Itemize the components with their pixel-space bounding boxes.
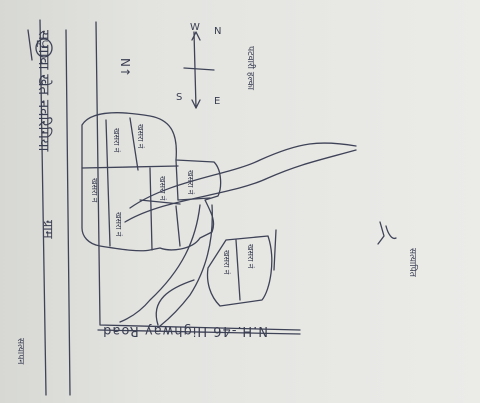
plot-division <box>149 167 153 251</box>
compass-ns-line <box>183 67 215 71</box>
river-lower-bank <box>124 149 357 223</box>
left-corner-label: सत्यापन <box>15 338 25 365</box>
compass-arrow-s <box>191 99 201 109</box>
rc-circle <box>35 38 53 58</box>
rc-label: RC <box>36 40 49 50</box>
compass-w: W <box>190 22 200 33</box>
plot-boundary-right <box>273 229 277 271</box>
plot-label: खसरा नं <box>136 124 145 149</box>
plot-label: खसरा नं <box>186 170 195 195</box>
plot-division <box>105 119 111 247</box>
compass-s: S <box>176 92 183 103</box>
signature-mark <box>377 221 397 245</box>
compass-n: N <box>214 26 222 37</box>
compass-e: E <box>214 96 221 107</box>
plot-label: खसरा नं <box>158 176 167 201</box>
plot-division <box>129 117 139 171</box>
plot-label: खसरा नं <box>246 244 255 269</box>
village-label: ग्राम <box>40 220 55 239</box>
plot-outline-lower <box>206 235 273 307</box>
field-curve <box>155 279 195 326</box>
highway-label: N.H.-46 Highway Road <box>102 323 268 338</box>
plot-division <box>81 165 179 169</box>
road-line <box>95 21 301 331</box>
left-margin-line <box>39 19 47 396</box>
plot-division <box>235 239 241 301</box>
plot-label: खसरा नं <box>90 178 99 203</box>
plot-division <box>175 159 179 201</box>
stream-branch-left <box>119 204 201 323</box>
compass-note: पटवारी हल्का <box>245 46 255 90</box>
plot-division <box>175 205 181 247</box>
plot-label: खसरा नं <box>114 212 123 237</box>
plot-label: खसरा नं <box>112 128 121 153</box>
compass-ew-line <box>193 31 197 109</box>
north-label: N↑ <box>118 58 132 78</box>
highway-top-line <box>65 29 71 396</box>
compass-arrow-n <box>191 31 201 41</box>
river-upper-bank <box>129 142 357 209</box>
highway-bottom-line <box>97 329 301 335</box>
signature-note: सत्यापित <box>407 248 417 277</box>
header-underline <box>27 29 33 61</box>
stream-branch-right <box>159 204 213 327</box>
plot-label: खसरा नं <box>222 250 231 275</box>
